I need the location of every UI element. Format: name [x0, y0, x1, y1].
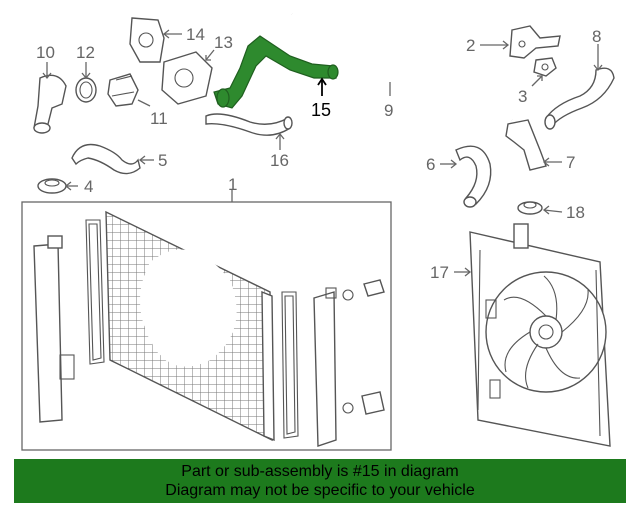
callout-10: 10: [36, 43, 55, 62]
water-inlet-13[interactable]: [161, 51, 213, 105]
hose-5[interactable]: [71, 143, 141, 175]
nut-3[interactable]: [533, 57, 557, 77]
leader-lines: [42, 29, 603, 277]
parts-diagram: 1 2 3 4 5 6 7 8 9 10 11 12 13 14 15 16 1…: [21, 12, 615, 451]
callout-11: 11: [150, 109, 168, 128]
callout-3: 3: [518, 87, 527, 106]
gasket-12[interactable]: [75, 77, 97, 103]
banner-line-1: Part or sub-assembly is #15 in diagram: [181, 463, 459, 480]
gasket-14[interactable]: [129, 17, 165, 63]
hose-16[interactable]: [205, 113, 293, 136]
callout-14: 14: [186, 25, 205, 44]
callout-6: 6: [426, 155, 435, 174]
hose-6[interactable]: [455, 145, 492, 208]
callout-7: 7: [566, 153, 575, 172]
info-banner: Part or sub-assembly is #15 in diagram D…: [14, 459, 626, 503]
callout-13: 13: [214, 33, 233, 52]
callout-18: 18: [566, 203, 585, 222]
callout-15: 15: [311, 100, 331, 120]
fan-shroud-17[interactable]: [469, 223, 611, 447]
fitting-7[interactable]: [505, 119, 547, 171]
callout-16: 16: [270, 151, 289, 170]
callout-12: 12: [76, 43, 95, 62]
callout-1: 1: [228, 175, 237, 194]
callout-8: 8: [592, 27, 601, 46]
bracket-2[interactable]: [509, 25, 561, 59]
callout-5: 5: [158, 151, 167, 170]
callout-4: 4: [84, 177, 93, 196]
callout-9: 9: [384, 101, 393, 120]
thermostat-housing-10[interactable]: [33, 74, 67, 134]
banner-line-2: Diagram may not be specific to your vehi…: [165, 482, 475, 499]
hose-8[interactable]: [544, 67, 615, 130]
radiator-assembly[interactable]: [21, 201, 392, 451]
hose-15-highlighted[interactable]: [213, 35, 339, 109]
cap-4[interactable]: [37, 178, 67, 194]
callout-2: 2: [466, 36, 475, 55]
cap-18[interactable]: [517, 201, 543, 215]
tube-9[interactable]: [291, 12, 514, 121]
thermostat-11[interactable]: [107, 73, 139, 107]
callout-17: 17: [430, 263, 449, 282]
